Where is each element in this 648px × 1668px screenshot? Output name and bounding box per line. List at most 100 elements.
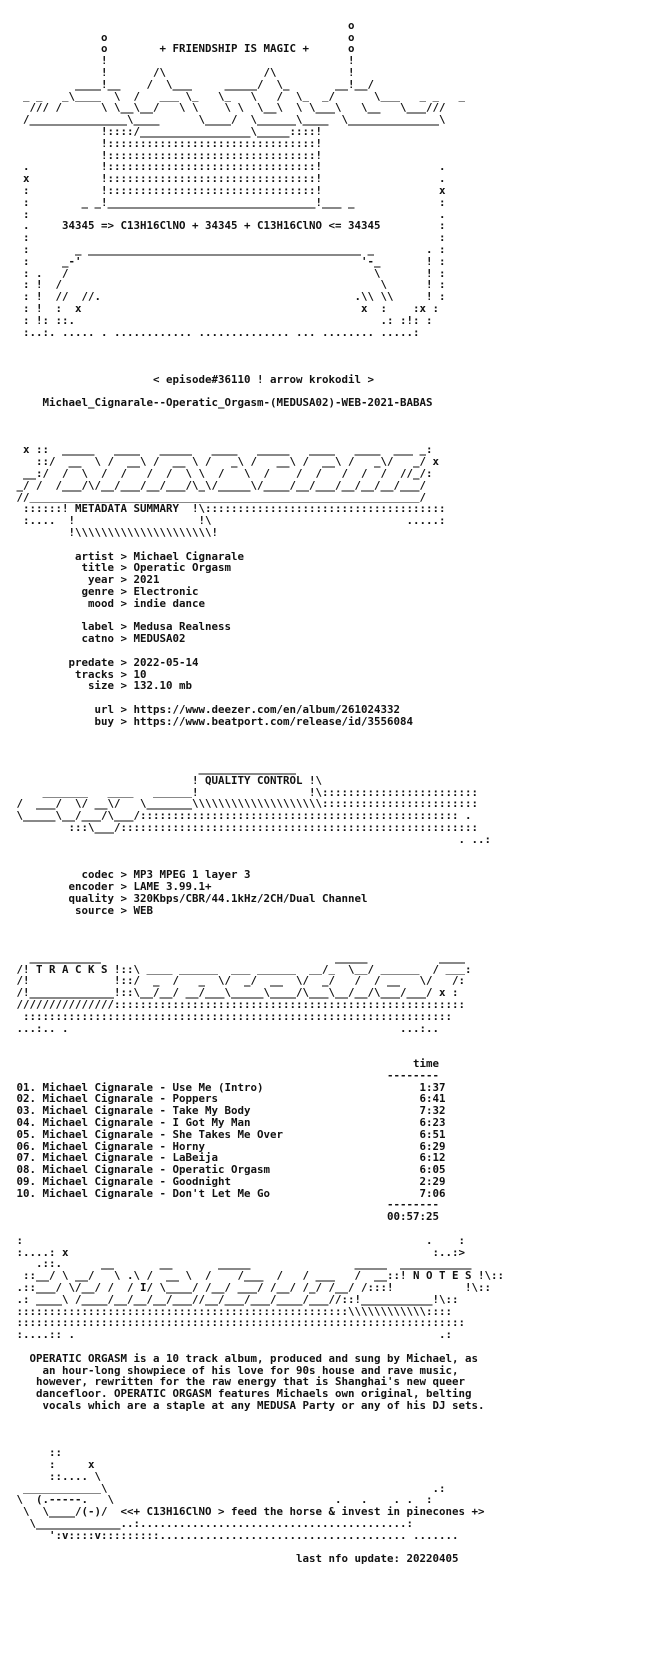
nfo-line: 00:57:25 bbox=[10, 1211, 440, 1224]
nfo-line: _______________ bbox=[10, 763, 297, 775]
nfo-line: \ (.-----. \ . . . . : bbox=[10, 1494, 433, 1507]
nfo-line: ::__/ \ __/ \ .\ / __ \ / /___ / / ___ /… bbox=[10, 1270, 505, 1283]
nfo-line: //______________________________________… bbox=[10, 491, 427, 504]
nfo-line: 02. Michael Cignarale - Poppers 6:41 bbox=[10, 1093, 446, 1106]
nfo-line: : ! // //. .\\ \\ ! : bbox=[10, 291, 446, 303]
nfo-line bbox=[10, 362, 638, 374]
nfo-line: ____!__ / \___ _____/ \_ __!__/ bbox=[10, 78, 375, 91]
nfo-line: .::. __ __ _____ _____ ___________ bbox=[10, 1258, 472, 1271]
nfo-line: . 34345 => C13H16ClNO + 34345 + C13H16Cl… bbox=[10, 220, 446, 233]
nfo-line: size > 132.10 mb bbox=[10, 680, 193, 693]
nfo-line bbox=[10, 409, 638, 421]
nfo-line: \_____\__/___/\___/:::::::::::::::::::::… bbox=[10, 810, 472, 822]
nfo-line bbox=[10, 916, 638, 928]
nfo-line: -------- bbox=[10, 1199, 440, 1212]
nfo-line: \_____________..:.......................… bbox=[10, 1518, 414, 1530]
nfo-line: an hour-long showpiece of his love for 9… bbox=[10, 1364, 459, 1377]
nfo-line: __:/ / \ / / / / \ \ / \ / / / / / / //_… bbox=[10, 468, 433, 480]
nfo-line: codec > MP3 MPEG 1 layer 3 bbox=[10, 869, 251, 881]
nfo-line: o o bbox=[10, 31, 355, 44]
nfo-line: however, rewritten for the raw energy th… bbox=[10, 1376, 466, 1389]
nfo-line: /_______________\____ \____/ \______\___… bbox=[10, 114, 446, 126]
nfo-line: 10. Michael Cignarale - Don't Let Me Go … bbox=[10, 1187, 446, 1200]
nfo-line: 01. Michael Cignarale - Use Me (Intro) 1… bbox=[10, 1081, 446, 1094]
nfo-line: .: ____\ /____/__/__/__/___//__/___/___/… bbox=[10, 1293, 459, 1306]
nfo-line: /!_____________!::\__/__/ __/___\_____\_… bbox=[10, 987, 459, 999]
nfo-line: 03. Michael Cignarale - Take My Body 7:3… bbox=[10, 1105, 446, 1117]
nfo-line: tracks > 10 bbox=[10, 668, 147, 681]
nfo-document: o o o o + FRIENDSHIP IS MAGIC + o ! ! ! … bbox=[10, 8, 638, 1658]
nfo-line: !\\\\\\\\\\\\\\\\\\\\\! bbox=[10, 527, 219, 539]
nfo-line: _ _ _\____ \ / ___ \_ \_ \ / \_ _/ \___ … bbox=[10, 90, 466, 103]
nfo-line: !::::::::::::::::::::::::::::::::! bbox=[10, 149, 323, 162]
nfo-line: o + FRIENDSHIP IS MAGIC + o bbox=[10, 43, 355, 56]
nfo-line: : : bbox=[10, 232, 446, 244]
nfo-line: : x bbox=[10, 1459, 95, 1471]
nfo-line: x :: _____ ____ _____ ____ _____ ____ __… bbox=[10, 444, 433, 457]
nfo-line: /! T R A C K S !::\ ____ ______ ___ ____… bbox=[10, 963, 472, 976]
nfo-line: -------- bbox=[10, 1069, 440, 1082]
nfo-line: !::::/_________________\_____::::! bbox=[10, 125, 323, 138]
nfo-line bbox=[10, 645, 638, 657]
nfo-line bbox=[10, 350, 638, 362]
nfo-line: x !::::::::::::::::::::::::::::::::! . bbox=[10, 173, 446, 185]
nfo-line: : !: ::. .: :!: : bbox=[10, 314, 433, 327]
nfo-line bbox=[10, 1223, 638, 1235]
nfo-line: / ___/ \/ __\/ \_______\\\\\\\\\\\\\\\\\… bbox=[10, 798, 479, 811]
nfo-line: !::::::::::::::::::::::::::::::::! bbox=[10, 137, 323, 150]
nfo-line bbox=[10, 610, 638, 622]
nfo-line: quality > 320Kbps/CBR/44.1kHz/2CH/Dual C… bbox=[10, 892, 368, 905]
nfo-line: : . / \ ! : bbox=[10, 267, 446, 280]
nfo-line bbox=[10, 1542, 638, 1554]
nfo-line bbox=[10, 386, 638, 398]
nfo-line: url > https://www.deezer.com/en/album/26… bbox=[10, 704, 401, 716]
nfo-line: ___________ _____ ____ bbox=[10, 951, 466, 964]
nfo-line: ::.... \ bbox=[10, 1470, 102, 1483]
nfo-line: < episode#36110 ! arrow krokodil > bbox=[10, 373, 375, 386]
nfo-line bbox=[10, 8, 638, 20]
nfo-line: : _-' '-_ ! : bbox=[10, 255, 446, 268]
nfo-line: ! /\ /\ ! bbox=[10, 66, 355, 79]
nfo-line: : . bbox=[10, 208, 446, 221]
nfo-line: ____________\ .: bbox=[10, 1482, 446, 1495]
nfo-line: . !::::::::::::::::::::::::::::::::! . bbox=[10, 161, 446, 174]
nfo-line: source > WEB bbox=[10, 904, 154, 917]
nfo-line: title > Operatic Orgasm bbox=[10, 562, 232, 575]
nfo-line: :....: x :..:> bbox=[10, 1246, 466, 1259]
nfo-line: :: bbox=[10, 1447, 63, 1460]
nfo-line bbox=[10, 1565, 638, 1577]
nfo-line bbox=[10, 338, 638, 350]
nfo-line: : _ _!________________________________!_… bbox=[10, 196, 446, 209]
nfo-line: label > Medusa Realness bbox=[10, 621, 232, 634]
nfo-line: :..:. ..... . ............ .............… bbox=[10, 326, 420, 339]
nfo-line: catno > MEDUSA02 bbox=[10, 633, 186, 646]
nfo-line bbox=[10, 692, 638, 704]
nfo-line: : ! : x x : :x : bbox=[10, 302, 440, 315]
nfo-line: ! ! bbox=[10, 55, 355, 67]
nfo-line: _______ ____ ______! !\:::::::::::::::::… bbox=[10, 786, 479, 799]
nfo-line: 04. Michael Cignarale - I Got My Man 6:2… bbox=[10, 1116, 446, 1129]
nfo-line: encoder > LAME 3.99.1+ bbox=[10, 880, 212, 893]
nfo-line: :::\___/::::::::::::::::::::::::::::::::… bbox=[10, 821, 479, 834]
nfo-line bbox=[10, 940, 638, 952]
nfo-line bbox=[10, 1435, 638, 1447]
nfo-line: o bbox=[10, 19, 355, 32]
nfo-line: ///////////////:::::::::::::::::::::::::… bbox=[10, 998, 466, 1011]
nfo-line bbox=[10, 1034, 638, 1046]
nfo-line: mood > indie dance bbox=[10, 597, 206, 610]
nfo-line bbox=[10, 739, 638, 751]
nfo-line: dancefloor. OPERATIC ORGASM features Mic… bbox=[10, 1388, 472, 1401]
nfo-line: ::/ __ \ / __\ / __ \ / _\ / __\ / __\ /… bbox=[10, 456, 440, 469]
nfo-line bbox=[10, 1412, 638, 1424]
nfo-line: artist > Michael Cignarale bbox=[10, 550, 245, 563]
nfo-line bbox=[10, 539, 638, 551]
nfo-line bbox=[10, 1424, 638, 1436]
nfo-line: 08. Michael Cignarale - Operatic Orgasm … bbox=[10, 1164, 446, 1176]
nfo-line: vocals which are a staple at any MEDUSA … bbox=[10, 1400, 485, 1412]
nfo-line: OPERATIC ORGASM is a 10 track album, pro… bbox=[10, 1352, 479, 1365]
nfo-line: 05. Michael Cignarale - She Takes Me Ove… bbox=[10, 1128, 446, 1141]
nfo-line: : ! / \ ! : bbox=[10, 279, 446, 292]
nfo-line: ...:.. . ...:.. bbox=[10, 1022, 440, 1035]
nfo-line: :.... ! !\ .....: bbox=[10, 515, 446, 528]
nfo-line: year > 2021 bbox=[10, 574, 160, 587]
